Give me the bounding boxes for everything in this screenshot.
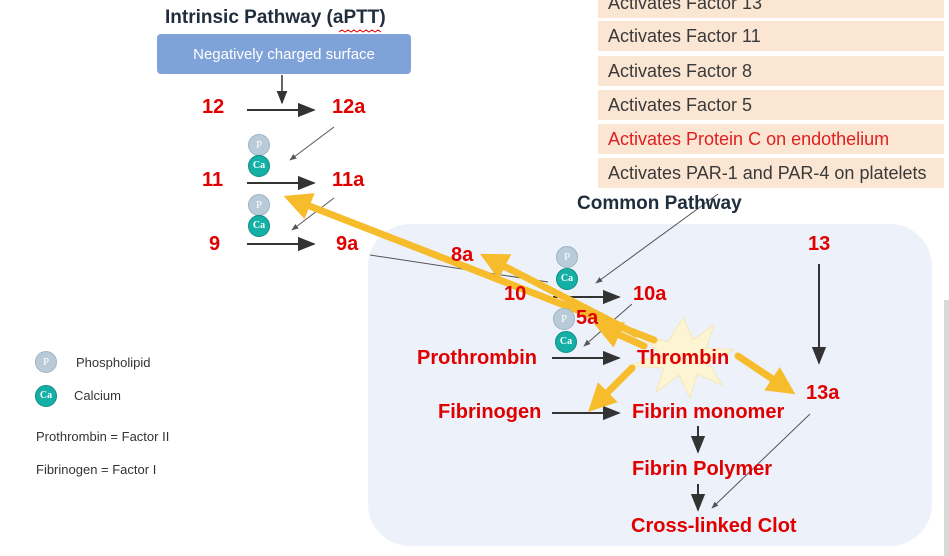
thrombin-action-row: Activates Factor 11 (598, 21, 949, 53)
factor-13a-label: 13a (806, 382, 840, 404)
thrombin-label: Thrombin (637, 347, 730, 369)
negatively-charged-surface-box: Negatively charged surface (157, 34, 411, 74)
factor-10a-label: 10a (633, 283, 667, 305)
factor-11a-label: 11a (332, 169, 365, 191)
legend-calcium-label: Calcium (74, 388, 121, 403)
legend-fibrinogen-note: Fibrinogen = Factor I (36, 462, 157, 477)
thrombin-to-8a-arrow (480, 253, 640, 338)
thrombin-to-11-arrow (283, 193, 658, 344)
legend-prothrombin-note: Prothrombin = Factor II (36, 429, 170, 444)
legend-phospholipid-label: Phospholipid (76, 355, 151, 370)
common-pathway-panel (368, 224, 932, 546)
factor-11-label: 11 (202, 169, 224, 191)
spellcheck-underline (339, 29, 381, 33)
arrow-common-title-to-10 (595, 193, 719, 284)
phospholipid-icon: P (248, 194, 270, 216)
calcium-icon: Ca (248, 215, 270, 237)
prothrombin-label: Prothrombin (417, 347, 537, 369)
fibrin-polymer-label: Fibrin Polymer (632, 458, 773, 480)
phospholipid-icon: P (248, 134, 270, 156)
phospholipid-icon: P (553, 308, 575, 330)
arrow-13a-to-clot (711, 413, 811, 509)
thrombin-feedback-arrows (283, 193, 796, 412)
right-edge-divider (944, 300, 949, 556)
factor-8a-label: 8a (451, 244, 474, 266)
thrombin-to-5a-arrow (593, 322, 648, 350)
thrombin-burst (629, 316, 735, 400)
calcium-icon: Ca (555, 331, 577, 353)
thrombin-action-row: Activates Factor 8 (598, 56, 949, 88)
factor-10-label: 10 (504, 283, 527, 305)
calcium-icon: Ca (248, 155, 270, 177)
common-pathway-title: Common Pathway (577, 193, 742, 214)
thrombin-to-fibrinogen-arrow (588, 364, 636, 412)
thrombin-action-row-protein-c: Activates Protein C on endothelium (598, 124, 949, 156)
factor-5a-label: 5a (576, 307, 599, 329)
thrombin-action-row: Activates Factor 13 (598, 0, 949, 20)
calcium-icon: Ca (556, 268, 578, 290)
thrombin-action-row: Activates PAR-1 and PAR-4 on platelets (598, 158, 949, 190)
fibrinogen-label: Fibrinogen (438, 401, 542, 423)
cross-linked-clot-label: Cross-linked Clot (631, 515, 797, 537)
arrow-12a-catalyzes-11 (289, 126, 335, 161)
factor-13-label: 13 (808, 233, 831, 255)
phospholipid-icon: P (556, 246, 578, 268)
fibrin-monomer-label: Fibrin monomer (632, 401, 785, 423)
factor-9-label: 9 (209, 233, 221, 255)
intrinsic-pathway-title: Intrinsic Pathway (aPTT) (165, 7, 386, 28)
legend-calcium-icon: Ca (35, 385, 57, 407)
factor-12-label: 12 (202, 96, 225, 118)
factor-12a-label: 12a (332, 96, 366, 118)
thrombin-to-13a-arrow (734, 352, 796, 395)
legend-phospholipid-icon: P (35, 351, 57, 373)
thrombin-action-row: Activates Factor 5 (598, 90, 949, 122)
factor-9a-label: 9a (336, 233, 359, 255)
arrow-9a-catalyzes-10 (369, 254, 549, 283)
activation-arrows (247, 75, 827, 512)
